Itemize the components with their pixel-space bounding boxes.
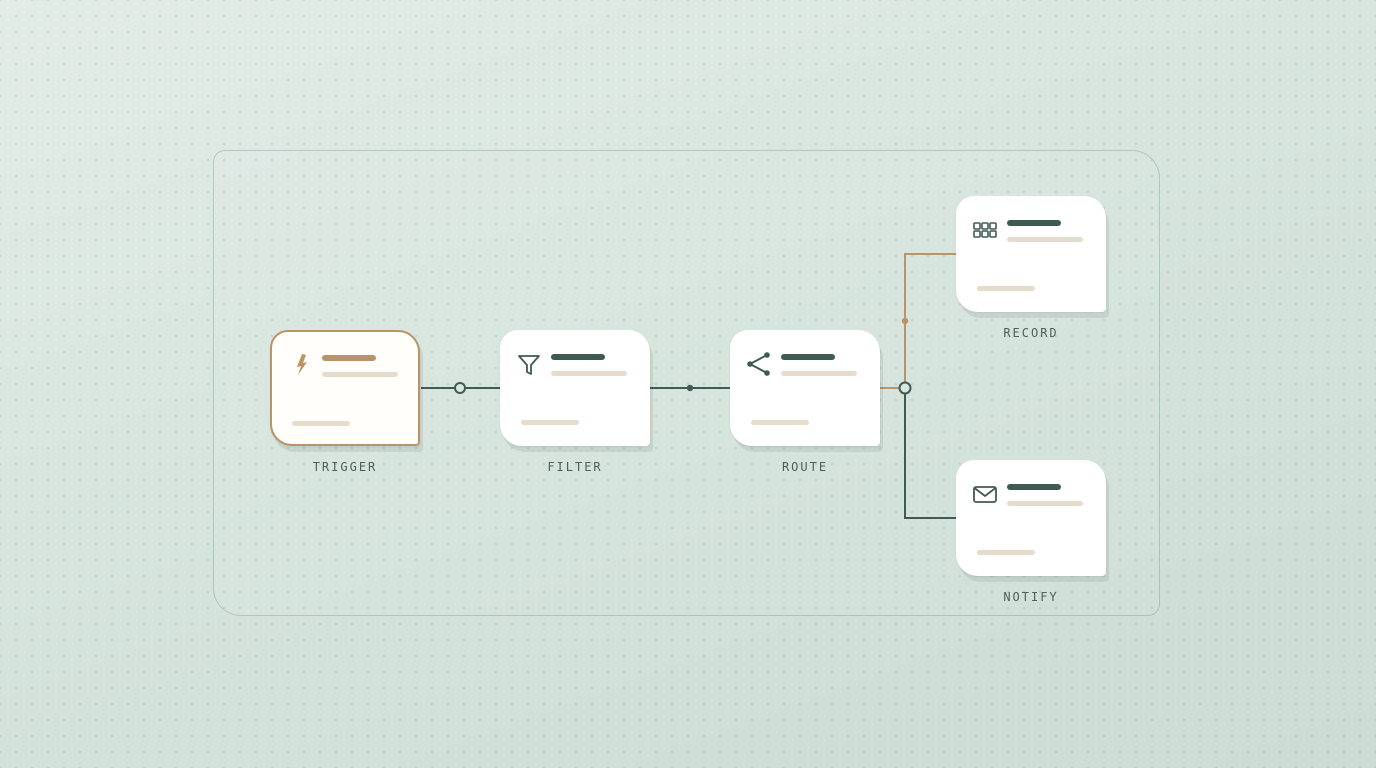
connector-dot-branch-record — [901, 317, 909, 325]
filter-footer-placeholder — [521, 420, 579, 425]
node-filter[interactable] — [500, 330, 650, 446]
notify-subtitle-placeholder — [1007, 501, 1083, 506]
route-title-placeholder — [781, 354, 835, 360]
trigger-footer-placeholder — [292, 421, 350, 426]
trigger-subtitle-placeholder — [322, 372, 398, 377]
node-filter-label: FILTER — [547, 460, 603, 474]
connector-branch-record[interactable] — [904, 253, 957, 388]
route-footer-placeholder — [751, 420, 809, 425]
lightning-bolt-icon — [288, 351, 316, 379]
node-trigger[interactable] — [270, 330, 420, 446]
connector-branch-notify[interactable] — [904, 388, 957, 519]
record-footer-placeholder — [977, 286, 1035, 291]
notify-title-placeholder — [1007, 484, 1061, 490]
route-subtitle-placeholder — [781, 371, 857, 376]
node-route-label: ROUTE — [781, 460, 829, 474]
notify-footer-placeholder — [977, 550, 1035, 555]
node-record[interactable] — [956, 196, 1106, 312]
grid-icon — [971, 216, 999, 244]
connector-port-trigger-filter[interactable] — [454, 382, 466, 394]
funnel-icon — [515, 350, 543, 378]
node-record-label: RECORD — [1003, 326, 1059, 340]
connector-branch-port[interactable] — [898, 381, 912, 395]
share-branch-icon — [745, 350, 773, 378]
filter-title-placeholder — [551, 354, 605, 360]
node-notify-label: NOTIFY — [1003, 590, 1059, 604]
record-title-placeholder — [1007, 220, 1061, 226]
filter-subtitle-placeholder — [551, 371, 627, 376]
node-route[interactable] — [730, 330, 880, 446]
trigger-title-placeholder — [322, 355, 376, 361]
node-notify[interactable] — [956, 460, 1106, 576]
connector-dot-filter-route — [686, 384, 694, 392]
record-subtitle-placeholder — [1007, 237, 1083, 242]
node-trigger-label: TRIGGER — [312, 460, 378, 474]
envelope-icon — [971, 480, 999, 508]
